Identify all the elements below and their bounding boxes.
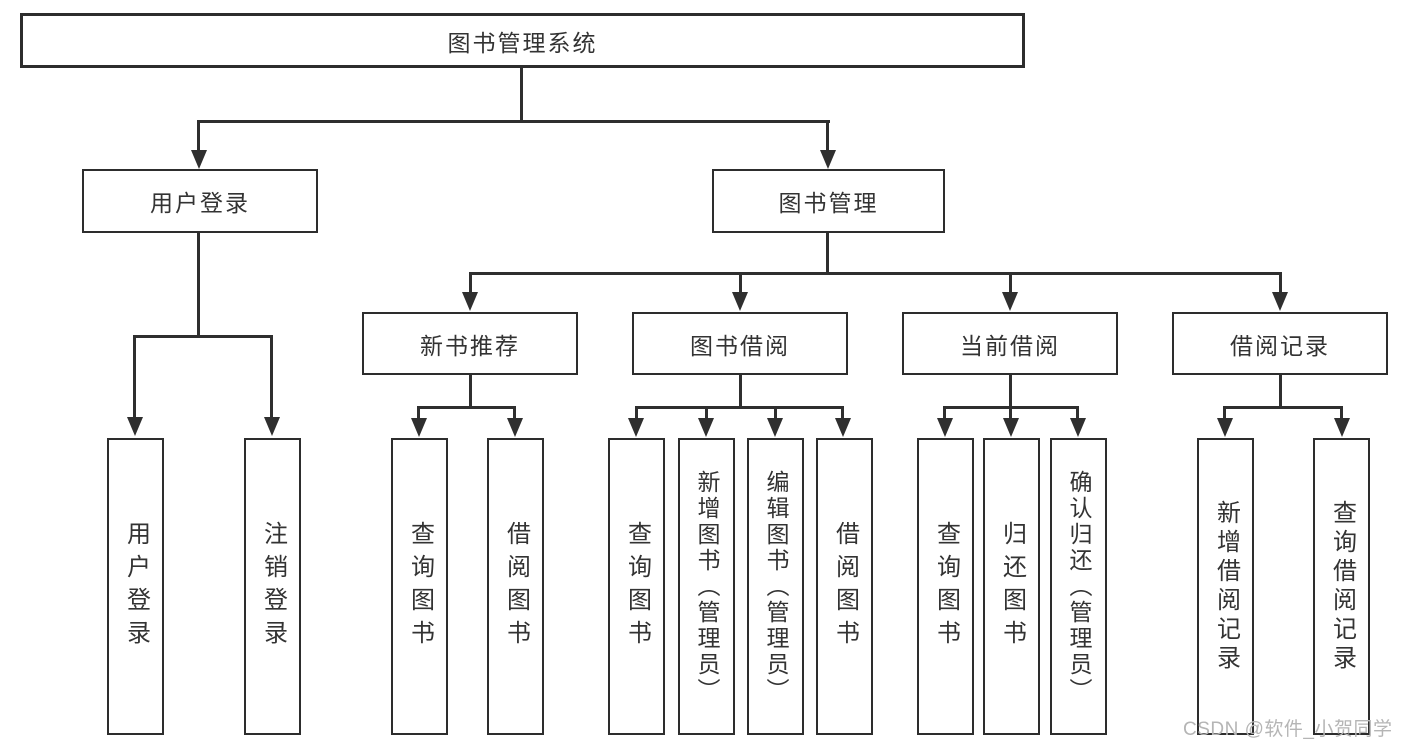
- leaf-label: 查询图书: [406, 520, 434, 653]
- leaf-query-books-current: 查询图书: [917, 438, 974, 735]
- arrow-down-icon: [628, 418, 644, 437]
- arrow-down-icon: [264, 417, 280, 436]
- node-label: 当前借阅: [960, 332, 1060, 359]
- arrow-down-icon: [1002, 292, 1018, 311]
- edge-user-login-stem: [197, 120, 200, 152]
- leaf-label: 借阅图书: [831, 520, 859, 653]
- csdn-watermark: CSDN @软件_小贺同学: [1183, 719, 1393, 740]
- arrow-down-icon: [411, 418, 427, 437]
- arrow-down-icon: [191, 150, 207, 169]
- leaf-return-books: 归还图书: [983, 438, 1040, 735]
- leaf-label: 注销登录: [259, 520, 287, 653]
- leaf-logout: 注销登录: [244, 438, 301, 735]
- leaf-user-login: 用户登录: [107, 438, 164, 735]
- edge-borrowing-stem: [739, 272, 742, 294]
- arrow-down-icon: [127, 417, 143, 436]
- arrow-down-icon: [820, 150, 836, 169]
- node-label: 用户登录: [150, 190, 250, 216]
- arrow-down-icon: [835, 418, 851, 437]
- leaf-label: 确认归还（管理员）: [1066, 469, 1092, 704]
- edge-user-vline: [197, 233, 200, 335]
- arrow-down-icon: [1003, 418, 1019, 437]
- arrow-down-icon: [1272, 292, 1288, 311]
- edge-user-hline: [133, 335, 273, 338]
- arrow-down-icon: [937, 418, 953, 437]
- edge-rec-leaf2-stem: [513, 406, 516, 419]
- edge-mgmt-vline: [826, 233, 829, 272]
- arrow-down-icon: [732, 292, 748, 311]
- edge-bor-leaf1-stem: [635, 406, 638, 419]
- node-current-borrowing: 当前借阅: [902, 312, 1118, 375]
- arrow-down-icon: [507, 418, 523, 437]
- arrow-down-icon: [698, 418, 714, 437]
- leaf-label: 查询图书: [932, 520, 960, 653]
- leaf-borrow-books-recommend: 借阅图书: [487, 438, 544, 735]
- leaf-borrow-books-borrow: 借阅图书: [816, 438, 873, 735]
- leaf-label: 用户登录: [122, 520, 150, 653]
- edge-recommend-stem: [469, 272, 472, 294]
- edge-cur-leaf3-stem: [1076, 406, 1079, 419]
- edge-rcd-vline: [1279, 375, 1282, 406]
- arrow-down-icon: [1217, 418, 1233, 437]
- leaf-label: 新增借阅记录: [1212, 499, 1240, 674]
- node-label: 图书管理: [778, 190, 879, 216]
- edge-cur-leaf1-stem: [943, 406, 946, 419]
- leaf-label: 借阅图书: [502, 520, 530, 653]
- edge-current-stem: [1009, 272, 1012, 294]
- edge-root-vline: [520, 68, 523, 120]
- node-book-borrowing: 图书借阅: [632, 312, 848, 375]
- leaf-query-books-borrow: 查询图书: [608, 438, 665, 735]
- node-label: 图书借阅: [690, 332, 790, 359]
- edge-cur-leaf2-stem: [1009, 406, 1012, 419]
- leaf-label: 归还图书: [998, 520, 1026, 653]
- edge-rec-hline: [417, 406, 516, 409]
- arrow-down-icon: [462, 292, 478, 311]
- edge-user-leaf1-stem: [133, 335, 136, 419]
- node-label: 新书推荐: [420, 332, 520, 359]
- edge-book-mgmt-stem: [826, 120, 829, 152]
- leaf-label: 查询图书: [623, 520, 651, 653]
- node-borrowing-records: 借阅记录: [1172, 312, 1388, 375]
- arrow-down-icon: [1070, 418, 1086, 437]
- leaf-add-books-admin: 新增图书（管理员）: [678, 438, 735, 735]
- leaf-label: 编辑图书（管理员）: [763, 469, 789, 704]
- edge-mgmt-hline: [469, 272, 1282, 275]
- edge-rec-leaf1-stem: [417, 406, 420, 419]
- node-library-management-system: 图书管理系统: [20, 13, 1025, 68]
- edge-bor-vline: [739, 375, 742, 406]
- edge-user-leaf2-stem: [270, 335, 273, 419]
- leaf-label: 新增图书（管理员）: [694, 469, 720, 704]
- leaf-query-books-recommend: 查询图书: [391, 438, 448, 735]
- node-label: 图书管理系统: [447, 29, 598, 56]
- leaf-edit-books-admin: 编辑图书（管理员）: [747, 438, 804, 735]
- edge-rec-vline: [469, 375, 472, 406]
- leaf-confirm-return-admin: 确认归还（管理员）: [1050, 438, 1107, 735]
- edge-rcd-hline: [1223, 406, 1343, 409]
- edge-bor-leaf2-stem: [705, 406, 708, 419]
- leaf-query-borrow-record: 查询借阅记录: [1313, 438, 1370, 735]
- node-book-management: 图书管理: [712, 169, 945, 233]
- edge-rcd-leaf1-stem: [1223, 406, 1226, 419]
- edge-bor-leaf3-stem: [774, 406, 777, 419]
- edge-rcd-leaf2-stem: [1340, 406, 1343, 419]
- edge-records-stem: [1279, 272, 1282, 294]
- arrow-down-icon: [767, 418, 783, 437]
- edge-cur-vline: [1009, 375, 1012, 406]
- edge-bor-leaf4-stem: [841, 406, 844, 419]
- node-label: 借阅记录: [1230, 332, 1330, 359]
- leaf-label: 查询借阅记录: [1328, 499, 1356, 674]
- edge-root-hline: [197, 120, 830, 123]
- node-new-book-recommendation: 新书推荐: [362, 312, 578, 375]
- edge-bor-hline: [635, 406, 844, 409]
- node-user-login: 用户登录: [82, 169, 318, 233]
- leaf-add-borrow-record: 新增借阅记录: [1197, 438, 1254, 735]
- arrow-down-icon: [1334, 418, 1350, 437]
